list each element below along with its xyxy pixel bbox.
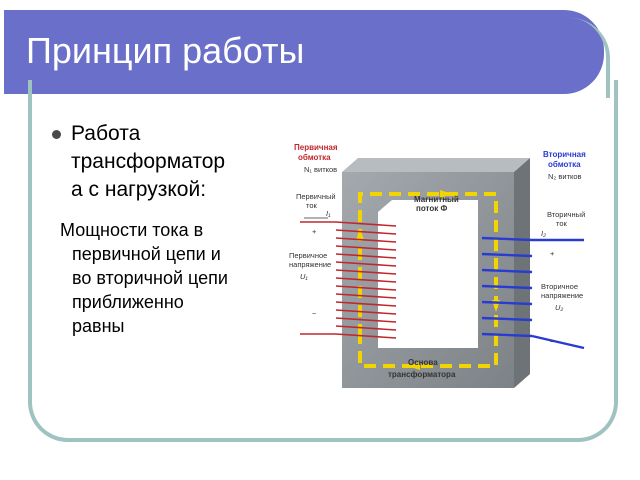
primary-turns-label: N₁ витков bbox=[304, 165, 337, 174]
primary-voltage-label: Первичное bbox=[289, 251, 327, 260]
secondary-current-label: ток bbox=[556, 219, 568, 228]
flux-arrow-icon bbox=[356, 228, 364, 240]
sub-line: во вторичной цепи bbox=[72, 268, 228, 288]
flux-arrow-icon bbox=[440, 190, 452, 198]
page-title: Принцип работы bbox=[26, 30, 305, 71]
bullet-dot bbox=[52, 130, 61, 139]
bullet-line: трансформатор bbox=[71, 150, 226, 173]
flux-arrow-icon bbox=[408, 362, 420, 370]
sub-line: первичной цепи и bbox=[72, 244, 221, 264]
secondary-current-symbol: I₂ bbox=[541, 229, 546, 238]
secondary-winding-title: Вторичная bbox=[543, 150, 586, 159]
core-label: трансформатора bbox=[388, 370, 456, 379]
sub-line: Мощности тока в bbox=[60, 220, 204, 240]
primary-winding-title: обмотка bbox=[298, 153, 331, 162]
primary-voltage-label: напряжение bbox=[289, 260, 331, 269]
sub-text: Мощности тока в первичной цепи и во втор… bbox=[60, 218, 272, 338]
secondary-winding bbox=[481, 236, 585, 350]
primary-current-label: Первичный bbox=[296, 192, 336, 201]
sub-line: равны bbox=[72, 316, 125, 336]
secondary-minus: − bbox=[550, 337, 555, 346]
secondary-current-label: Вторичный bbox=[547, 210, 585, 219]
magnetic-flux-label: Магнитный bbox=[414, 195, 459, 204]
secondary-turns-label: N₂ витков bbox=[548, 172, 582, 181]
secondary-winding-title: обмотка bbox=[548, 160, 581, 169]
primary-current-symbol: I₁ bbox=[326, 209, 331, 218]
core-side-face bbox=[514, 158, 530, 388]
title-bar: Принцип работы bbox=[4, 10, 610, 98]
secondary-voltage-label: Вторичное bbox=[541, 282, 578, 291]
bullet-line: а с нагрузкой: bbox=[71, 178, 207, 201]
secondary-plus: + bbox=[550, 249, 555, 258]
magnetic-flux-path bbox=[358, 192, 498, 368]
bullet-line: Работа bbox=[71, 122, 141, 145]
core-window-edge bbox=[378, 200, 478, 212]
bullet-text: Работа трансформатор а с нагрузкой: bbox=[71, 120, 276, 204]
core-top-face bbox=[342, 158, 530, 172]
content-frame bbox=[28, 80, 618, 442]
primary-winding bbox=[300, 221, 397, 339]
sub-line: приближенно bbox=[72, 292, 184, 312]
primary-plus: + bbox=[312, 227, 317, 236]
primary-minus: − bbox=[312, 309, 317, 318]
core-label: Основа bbox=[408, 358, 438, 367]
secondary-voltage-label: напряжение bbox=[541, 291, 583, 300]
magnetic-flux-label: поток Ф bbox=[416, 204, 447, 213]
primary-winding-title: Первичная bbox=[294, 143, 338, 152]
bullet-item: Работа трансформатор а с нагрузкой: bbox=[52, 120, 282, 204]
primary-current-label: ток bbox=[306, 201, 318, 210]
secondary-voltage-symbol: U₂ bbox=[555, 303, 563, 312]
primary-voltage-symbol: U₁ bbox=[300, 272, 308, 281]
